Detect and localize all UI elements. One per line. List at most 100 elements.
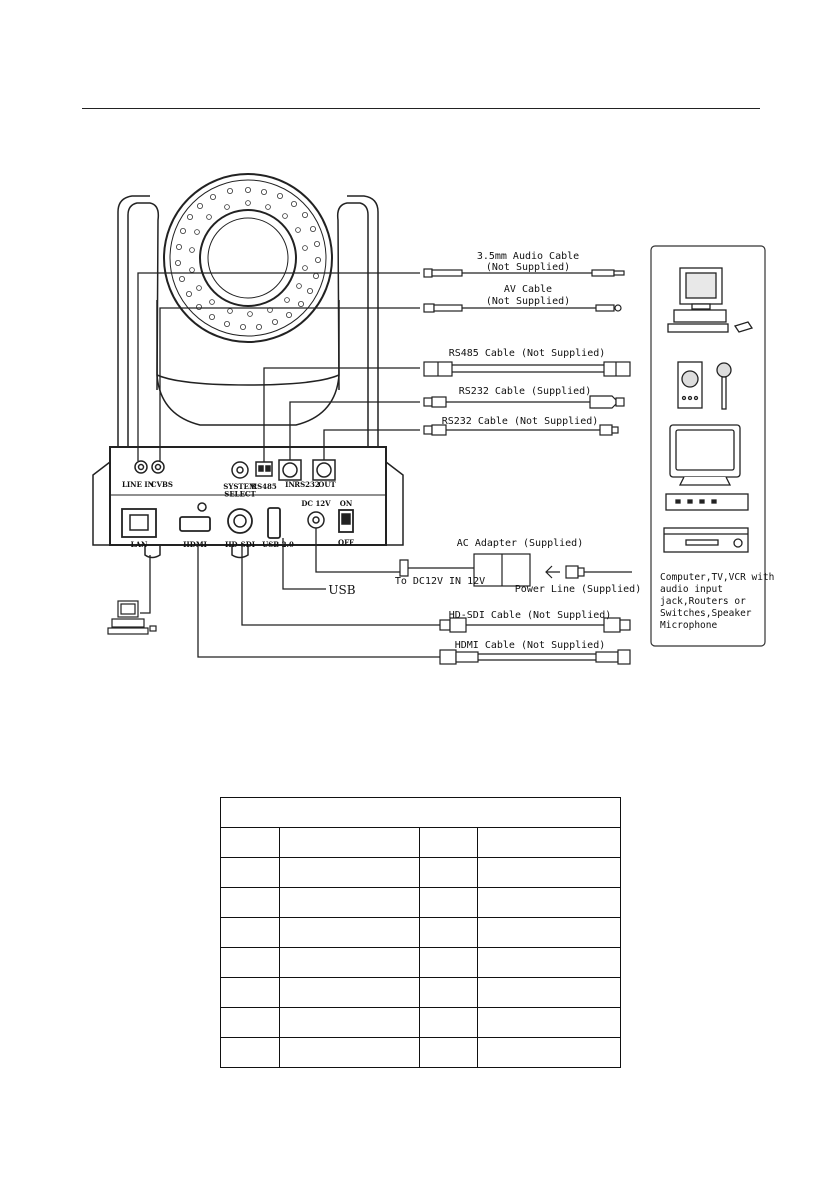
label-hdmi-cable: HDMI Cable (Not Supplied) — [455, 640, 606, 651]
label-usb: USB — [328, 583, 355, 597]
microphone-icon — [716, 362, 732, 410]
table-cell — [419, 1007, 478, 1038]
table-cell — [279, 887, 420, 918]
header-rule — [82, 108, 760, 109]
port-label-rs232: RS232 — [294, 480, 320, 489]
label-av-cable: AV Cable — [504, 284, 552, 295]
hd-sdi-cable — [439, 617, 631, 633]
table-cell — [477, 887, 621, 918]
table-row — [220, 1037, 621, 1068]
port-label-dc12v: DC 12V — [301, 499, 331, 508]
table-cell — [477, 917, 621, 948]
table-row — [220, 1007, 621, 1038]
port-label-line-in: LINE IN — [122, 480, 155, 489]
table-row — [220, 947, 621, 978]
table-cell — [477, 947, 621, 978]
devices-caption-line-5: Microphone — [660, 620, 717, 631]
table-title-cell — [220, 797, 621, 828]
vcr-icon — [663, 527, 749, 553]
table-row — [220, 827, 621, 858]
table-cell — [477, 977, 621, 1008]
port-label-cvbs: CVBS — [151, 480, 173, 489]
table-cell — [419, 977, 478, 1008]
table-cell — [279, 917, 420, 948]
port-label-hdmi: HDMI — [183, 540, 207, 549]
table-cell — [419, 947, 478, 978]
table-cell — [477, 827, 621, 858]
label-rs232-not-supplied: RS232 Cable (Not Supplied) — [442, 416, 599, 427]
port-label-hd-sdi: HD-SDI — [225, 540, 255, 549]
devices-caption-line-1: Computer,TV,VCR with — [660, 572, 774, 583]
table-cell — [477, 1037, 621, 1068]
table-cell — [419, 827, 478, 858]
port-label-rs232-in: IN — [285, 480, 295, 489]
table-cell — [279, 977, 420, 1008]
port-label-rs232-out: OUT — [318, 480, 336, 489]
table-cell — [477, 857, 621, 888]
port-label-usb2: USB 2.0 — [262, 540, 294, 549]
table-cell — [220, 1037, 280, 1068]
table-cell — [419, 917, 478, 948]
label-hd-sdi-cable: HD-SDI Cable (Not Supplied) — [449, 610, 612, 621]
table-cell — [220, 977, 280, 1008]
table-cell — [220, 827, 280, 858]
table-cell — [279, 827, 420, 858]
rs485-cable — [423, 361, 631, 377]
port-label-rs485: RS485 — [251, 482, 277, 491]
ac-adapter — [399, 553, 632, 587]
table-cell — [220, 947, 280, 978]
table-cell — [279, 947, 420, 978]
label-rs232-supplied: RS232 Cable (Supplied) — [459, 386, 591, 397]
ptz-camera-rear — [92, 173, 404, 559]
table-row — [220, 887, 621, 918]
devices-caption-line-4: Switches,Speaker — [660, 608, 752, 619]
table-title-row — [220, 797, 621, 828]
port-label-lan: LAN — [131, 540, 148, 549]
label-power-line: Power Line (Supplied) — [515, 584, 641, 595]
table-row — [220, 857, 621, 888]
router-icon — [665, 493, 749, 511]
spec-table — [220, 797, 621, 1068]
table-cell — [220, 1007, 280, 1038]
table-cell — [220, 917, 280, 948]
table-cell — [279, 857, 420, 888]
network-computer-icon — [107, 600, 157, 635]
tv-icon — [669, 424, 741, 486]
table-cell — [220, 857, 280, 888]
devices-panel: Computer,TV,VCR with audio input jack,Ro… — [650, 245, 774, 647]
hdmi-cable — [439, 649, 631, 665]
connection-lines — [137, 272, 440, 658]
devices-caption-line-3: jack,Routers or — [660, 596, 746, 607]
table-cell — [220, 887, 280, 918]
table-cell — [279, 1007, 420, 1038]
label-audio-cable-note: (Not Supplied) — [486, 262, 570, 273]
label-audio-cable: 3.5mm Audio Cable — [477, 251, 579, 262]
cable-labels: 3.5mm Audio Cable (Not Supplied) AV Cabl… — [328, 251, 641, 651]
table-cell — [279, 1037, 420, 1068]
table-cell — [419, 1037, 478, 1068]
table-row — [220, 917, 621, 948]
rs232-not-supplied-cable — [423, 424, 619, 436]
label-to-dc12v: To DC12V IN 12V — [395, 576, 485, 587]
label-ac-adapter: AC Adapter (Supplied) — [457, 538, 583, 549]
table-cell — [419, 857, 478, 888]
label-av-cable-note: (Not Supplied) — [486, 296, 570, 307]
table-row — [220, 977, 621, 1008]
devices-caption: Computer,TV,VCR with audio input jack,Ro… — [660, 572, 774, 631]
speaker-holes — [174, 186, 321, 330]
port-label-switch-off: OFF — [338, 538, 354, 547]
label-rs485-cable: RS485 Cable (Not Supplied) — [449, 348, 606, 359]
rs232-supplied-cable — [423, 395, 625, 409]
devices-caption-line-2: audio input — [660, 584, 723, 595]
table-cell — [477, 1007, 621, 1038]
cables — [399, 268, 632, 665]
computer-icon — [667, 267, 754, 333]
speaker-icon — [677, 361, 703, 409]
audio-cable — [423, 268, 625, 278]
table-cell — [419, 887, 478, 918]
port-label-switch-on: ON — [340, 499, 353, 508]
av-cable — [423, 303, 622, 313]
